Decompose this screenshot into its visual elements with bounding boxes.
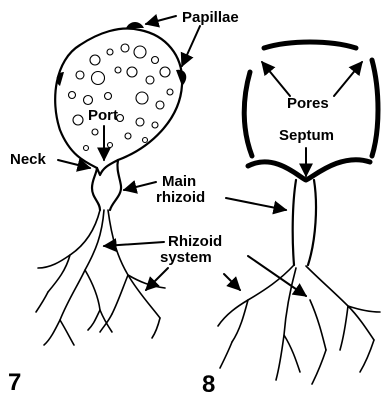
main-rhizoid-8 <box>293 180 316 265</box>
figure-8: Pores Septum 8 <box>202 42 380 398</box>
papilla-top <box>126 22 144 28</box>
label-papillae: Papillae <box>182 9 239 26</box>
figure-8-number: 8 <box>202 371 215 398</box>
label-port: Port <box>88 107 118 124</box>
papilla-left <box>57 72 64 86</box>
label-neck: Neck <box>10 151 47 168</box>
rhizoid-system-8 <box>218 265 380 384</box>
label-pores: Pores <box>287 95 329 112</box>
papilla-right <box>176 70 186 86</box>
figure-7: Papillae Port Neck Main rhizoid Rhizoid … <box>8 9 239 396</box>
figure-7-number: 7 <box>8 369 21 396</box>
label-rhizoid-system-1: Rhizoid <box>168 233 222 250</box>
septum <box>248 160 370 180</box>
label-main-rhizoid-2: rhizoid <box>156 189 205 206</box>
label-septum: Septum <box>279 127 334 144</box>
label-main-rhizoid-1: Main <box>162 173 196 190</box>
rhizoid-system-7 <box>36 210 165 345</box>
label-rhizoid-system-2: system <box>160 249 212 266</box>
